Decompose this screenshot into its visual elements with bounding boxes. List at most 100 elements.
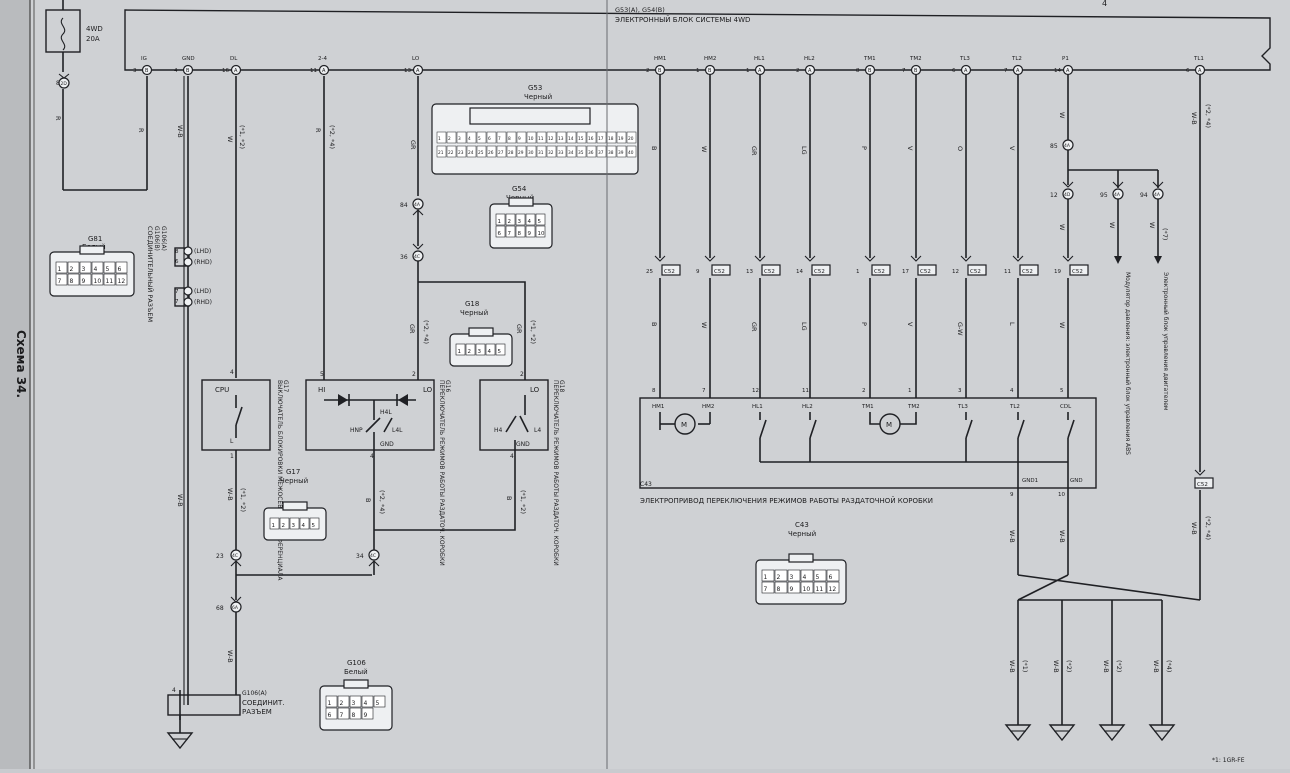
g54-pin-6: 7 [508,231,512,237]
g18-pin-box-4 [495,343,506,356]
joint-a-rhd: (RHD) [194,259,212,266]
g81-pin-box-0 [55,261,68,274]
c43-actuator-box [639,397,1097,489]
c43-label-tm1: TM1 [861,404,874,410]
p1-branch-arrow-0 [1114,256,1122,264]
joint-connector-b-box [174,287,190,307]
c43-pin-3: 4 [803,574,807,581]
c43-pin-5: 9 [1010,492,1014,498]
g53-r1-box-0 [436,131,447,144]
ecu-pin-circle-3 [318,64,330,76]
joint-pin-a2: 6 [175,259,179,265]
g54-pin-box-2 [515,213,526,226]
g54-pin-box-4 [535,213,546,226]
g16-out-note: (*2, *4) [378,490,386,514]
g81-pin-box-5 [115,261,128,274]
g53-r1-box-16 [596,131,607,144]
fuse-pin: 8 [56,80,60,87]
tl1-arrow [1194,469,1206,476]
g106-pin-box-5 [325,707,338,720]
g53-r1-pin-16: 17 [598,136,604,142]
g54-pin-4: 5 [538,219,542,225]
c43-ref: C43 [640,481,652,488]
p1-junction-code-2: 4A [1154,192,1161,198]
c52-label-p1: C52 [1072,269,1083,275]
ecu-pin-num-13: 14 [1054,68,1061,74]
wire-color-tm1: P [860,146,868,150]
g81-pin-box-10 [103,273,116,286]
c43-pin-0: 1 [764,574,768,581]
p1-junction-code-0: 4D [1064,192,1071,198]
g18-h4: H4 [494,427,503,434]
g53-r1-pin-18: 19 [618,136,624,142]
g53-r2-box-12 [556,145,567,158]
g53-r2-pin-6: 27 [498,150,504,156]
g53-color: Черный [524,93,552,101]
g54-pin-box-1 [505,213,516,226]
g53-r2-pin-9: 30 [528,150,534,156]
g81-name: G81 [88,235,102,243]
wire-note-tl1: (*2, *4) [1204,104,1212,128]
junction-36-pin: 36 [400,254,408,261]
c43-pin-11: 12 [829,586,837,593]
g16-pin-2: 2 [412,371,416,378]
g18-pin-2: 3 [478,349,482,355]
wire-color-tl1-low: W-B [1190,522,1198,535]
g106-joint-ref: G106(A) [242,690,267,697]
g17-pin-box-4 [309,517,320,530]
g17-pin-box-0 [269,517,280,530]
g16-hi: HI [318,386,325,394]
ecu-connector-ref: G53(A), G54(B) [615,6,665,14]
ecu-pin-name-3: 2-4 [318,56,327,62]
g81-pin-box-9 [91,273,104,286]
c52-pin-4: 1 [856,269,860,275]
g16-title: ПЕРЕКЛЮЧАТЕЛЬ РЕЖИМОВ РАБОТЫ РАЗДАТОЧ. К… [438,380,445,566]
ecu-title: ЭЛЕКТРОННЫЙ БЛОК СИСТЕМЫ 4WD [615,15,750,24]
ground-color-1: W-B [1052,660,1060,673]
c43-sw-blade-3 [1017,419,1025,439]
g81-pin-4: 5 [106,266,110,273]
ecu-pin-conn-12: A [1016,68,1020,74]
c43-pin-6: 3 [958,388,962,394]
g53-r2-box-2 [456,145,467,158]
c43-pin-3: 11 [802,388,809,394]
ecu-pin-circle-10 [910,64,922,76]
c52-label-1: C52 [714,269,725,275]
g53-r2-box-4 [476,145,487,158]
g53-r2-box-9 [526,145,537,158]
ground-icon-3 [1148,724,1176,742]
ecu-pin-circle-7 [754,64,766,76]
g53-r1-pin-15: 16 [588,136,594,142]
g81-pin-6: 7 [58,278,62,285]
joint-conn-a2 [183,257,193,267]
wire-low-color-tl2: L [1008,322,1016,326]
c43-pin-box-0 [761,569,775,582]
wire-color-tl3: O [956,146,964,151]
ground-color-3: W-B [1152,660,1160,673]
g81-pin-box-3 [91,261,104,274]
g53-r1-pin-7: 8 [508,136,511,142]
wire-color-tm2: V [906,146,914,151]
g106-latch [343,679,369,689]
g81-pin-box-6 [55,273,68,286]
g18-pin-4: 4 [510,453,514,460]
c52-box-7 [1019,264,1039,276]
g16-hnp: HNP [350,427,363,434]
g53-r2-pin-13: 34 [568,150,574,156]
g18-pin-3: 4 [488,349,492,355]
g81-pin-3: 4 [94,266,98,273]
g53-r1-box-6 [496,131,507,144]
ecu-pin-num-3: 11 [310,68,317,74]
motor-1-label: M [681,421,687,429]
g17-pin-box-1 [279,517,290,530]
c43-pin-cdl: 5 [1060,388,1064,394]
ecu-pin-num-2: 16 [222,68,229,74]
g106-pin-0: 1 [328,700,332,707]
c43-label-hl2: HL2 [802,404,813,410]
gnd-wire-color: W-B [176,125,184,138]
ecu-pin-circle-4 [412,64,424,76]
c43-pin-2: 3 [790,574,794,581]
g53-r1-pin-19: 20 [628,136,634,142]
c52-label-6: C52 [970,269,981,275]
